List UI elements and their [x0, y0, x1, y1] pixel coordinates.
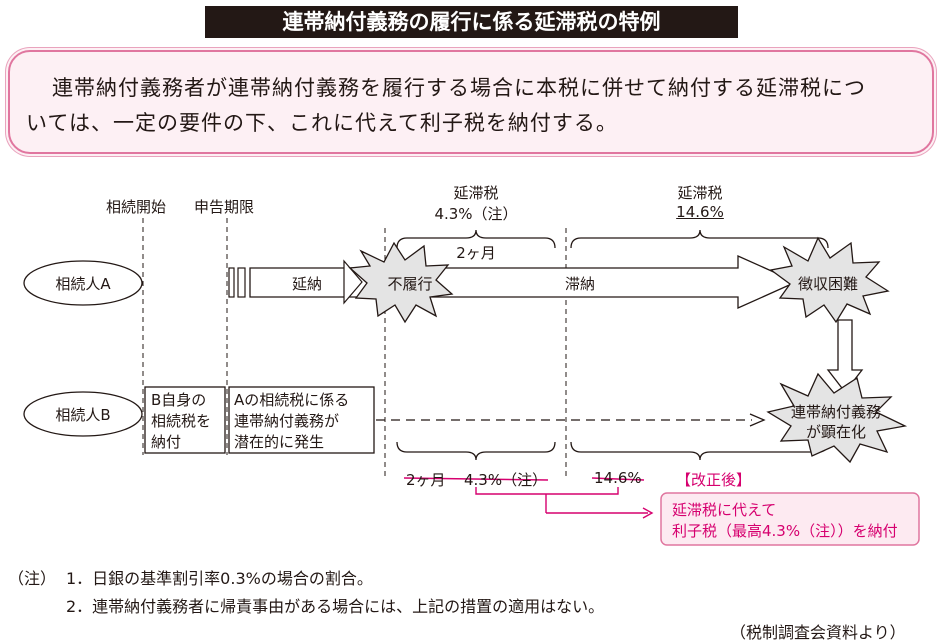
- note-prefix: （注）: [8, 569, 57, 588]
- heir-b-arrowhead: [749, 413, 766, 427]
- collection-burst: [769, 236, 890, 324]
- old-period-label: 2ヶ月: [406, 471, 446, 489]
- bottom-brace-1: [396, 441, 556, 461]
- strike-line-2: [591, 477, 645, 481]
- heir-b-label: 相続人B: [55, 406, 111, 424]
- heir-a-label: 相続人A: [55, 275, 111, 293]
- heir-b-ellipse: [23, 391, 143, 437]
- arrears-label: 滞納: [565, 275, 596, 293]
- latent-line-3: 潜在的に発生: [234, 433, 325, 451]
- delay-label: 延納: [292, 275, 323, 293]
- period-label: 2ヶ月: [456, 244, 496, 262]
- rate-label-2: 延滞税: [677, 184, 723, 202]
- revision-heading: 【改正後】: [676, 471, 752, 489]
- latent-obligation-box: [228, 386, 375, 454]
- revision-result-box: [660, 492, 920, 546]
- note-2: 2．連帯納付義務者に帰責事由がある場合には、上記の措置の適用はない。: [66, 597, 605, 616]
- manifest-line-2: が顕在化: [805, 423, 866, 441]
- rate-value-1: 4.3%（注）: [434, 205, 518, 223]
- title-bar: [205, 6, 738, 38]
- own-tax-line-1: B自身の: [151, 391, 207, 409]
- heir-a-bar-2: [237, 267, 246, 298]
- rate-value-2: 14.6%: [676, 203, 724, 221]
- default-label: 不履行: [387, 275, 433, 293]
- default-burst: [348, 241, 454, 324]
- summary-line-1: 連帯納付義務者が連帯納付義務を履行する場合に本税に併せて納付する延滞税につ: [52, 76, 866, 100]
- top-brace-1: [396, 229, 556, 249]
- page-title: 連帯納付義務の履行に係る延滞税の特例: [282, 10, 661, 34]
- old-rate-2-label: 14.6%: [594, 469, 642, 487]
- note-1: 1．日銀の基準割引率0.3%の場合の割合。: [66, 569, 373, 588]
- source-note: （税制調査会資料より）: [730, 623, 906, 642]
- own-tax-line-2: 相続税を: [151, 412, 212, 430]
- heir-a-ellipse: [23, 260, 143, 306]
- strike-line-1: [403, 477, 549, 481]
- bottom-brace-2: [570, 441, 829, 461]
- heir-a-arrow: [249, 254, 798, 310]
- old-rate-1-label: 4.3%（注）: [464, 471, 548, 489]
- deadline-label: 申告期限: [194, 198, 255, 216]
- manifest-burst: [766, 372, 908, 464]
- top-brace-2: [570, 229, 829, 249]
- collection-label: 徴収困難: [797, 275, 858, 293]
- heir-a-bar-1: [228, 267, 235, 298]
- rate-label-1: 延滞税: [453, 184, 499, 202]
- revision-result-line-2: 利子税（最高4.3%（注））を納付: [672, 522, 898, 540]
- own-tax-line-3: 納付: [151, 433, 182, 451]
- revision-result-line-1: 延滞税に代えて: [672, 501, 777, 519]
- revision-bracket: [475, 487, 619, 495]
- latent-line-2: 連帯納付義務が: [234, 412, 340, 430]
- own-tax-box: [144, 386, 226, 454]
- summary-box: [8, 50, 934, 154]
- latent-line-1: Aの相続税に係る: [234, 391, 350, 409]
- manifest-line-1: 連帯納付義務: [790, 403, 881, 421]
- revision-arrowhead: [642, 507, 654, 519]
- summary-line-2: いては、一定の要件の下、これに代えて利子税を納付する。: [26, 111, 618, 135]
- start-label: 相続開始: [106, 198, 167, 216]
